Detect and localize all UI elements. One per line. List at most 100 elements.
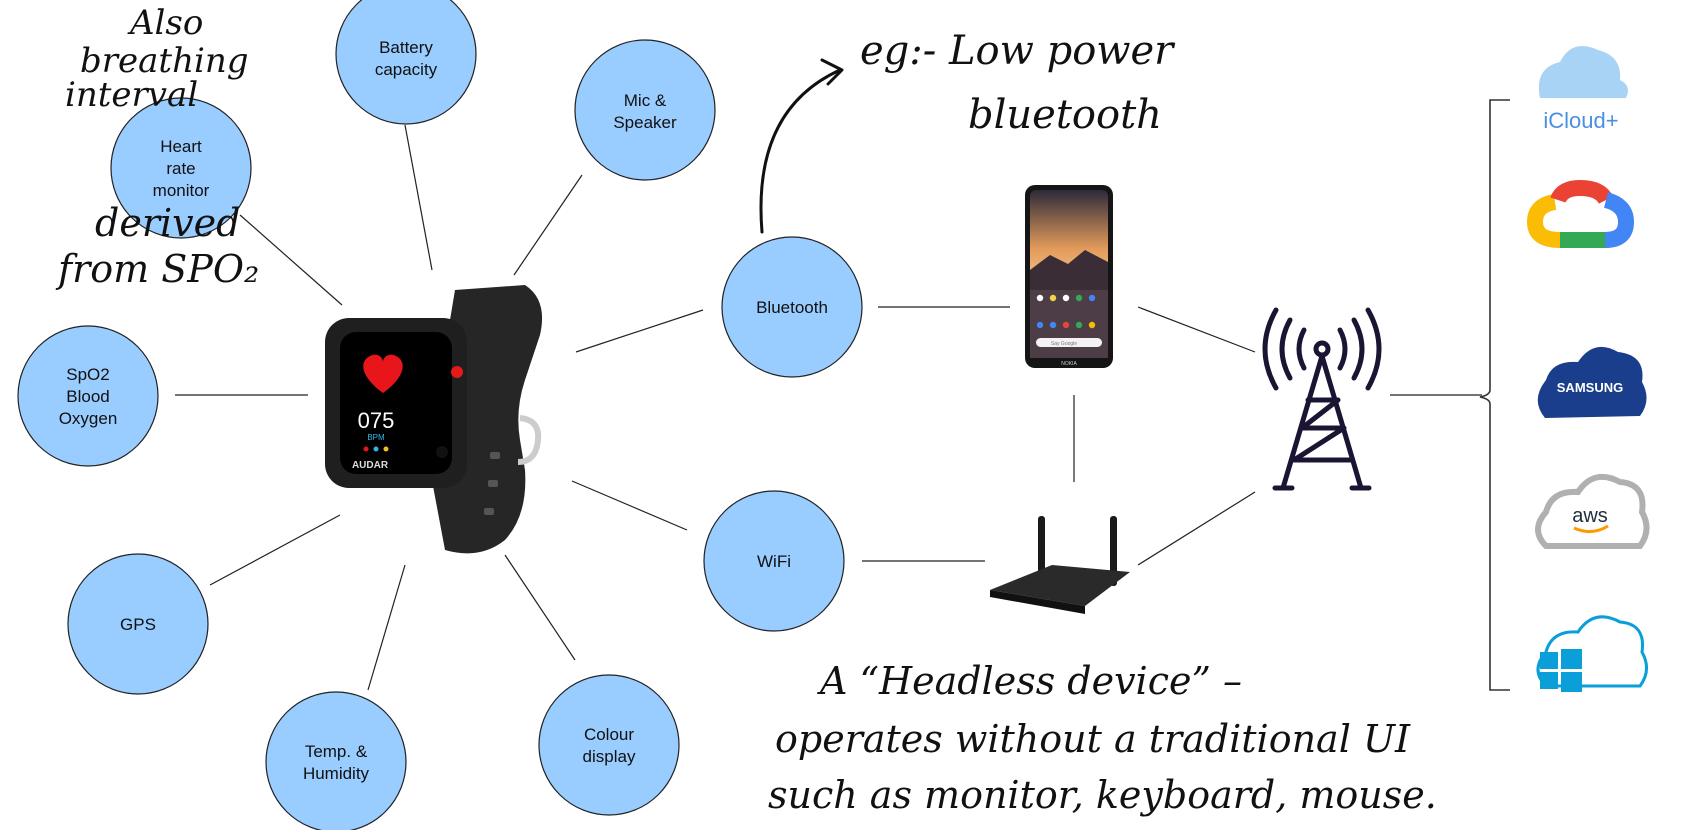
node-bluetooth: Bluetooth — [721, 236, 863, 378]
tower-signal-arc — [1279, 317, 1293, 381]
node-label: Heart — [160, 137, 202, 156]
watch-status-dot — [363, 446, 369, 452]
router-body — [990, 565, 1130, 606]
link-battery-watch — [404, 124, 433, 271]
google-cloud-icon — [1550, 179, 1614, 205]
watch-strap-hole — [488, 480, 498, 487]
note-line: breathing — [80, 41, 249, 81]
svg-text:Mic &Speaker: Mic & Speaker — [613, 91, 677, 132]
samsung-label: SAMSUNG — [1557, 380, 1623, 395]
google-cloud-icon — [1526, 194, 1561, 248]
google-cloud-logo — [1526, 179, 1635, 248]
node-label: SpO2 — [66, 365, 109, 384]
windows-pane — [1540, 652, 1558, 669]
watch-side-button — [436, 446, 448, 458]
phone-mountain — [1030, 250, 1108, 300]
aws-cloud-icon — [1535, 473, 1650, 549]
note-line: A “Headless device” – — [817, 659, 1242, 703]
phone-search-bar — [1036, 338, 1102, 347]
app-icon — [1088, 294, 1096, 302]
app-icon — [1062, 321, 1070, 329]
node-label: display — [583, 747, 636, 766]
link-watch-bluetooth — [575, 309, 704, 353]
watch-strap-hole — [484, 508, 494, 515]
watch-side-button — [451, 366, 463, 378]
node-label: Mic & — [624, 91, 667, 110]
node-mic-speaker: Mic & Speaker — [574, 39, 716, 181]
node-label: Battery — [379, 38, 433, 57]
tower-signal-arc — [1296, 327, 1307, 371]
watch-screen — [340, 332, 452, 474]
node-label: Oxygen — [59, 409, 118, 428]
node-label: Temp. & — [305, 742, 368, 761]
note-derived-spo2: derived from SPO₂ — [55, 201, 259, 291]
note-line: eg:- Low power — [860, 28, 1176, 74]
link-watch-wifi — [571, 480, 688, 531]
tower-signal-arc — [1365, 307, 1382, 391]
node-label: Colour — [584, 725, 634, 744]
handwritten-notes: Also breathing interval derived from SPO… — [55, 3, 1437, 817]
router-antenna — [1038, 516, 1045, 586]
node-temp-humidity: Temp. & Humidity — [265, 691, 407, 830]
node-label: WiFi — [757, 552, 791, 571]
windows-pane — [1561, 672, 1582, 692]
watch-status-dot — [383, 446, 389, 452]
watch-brand: AUDAR — [352, 460, 389, 471]
watch-buckle — [517, 415, 542, 465]
note-line: Also — [127, 3, 203, 43]
link-gps-watch — [209, 514, 341, 586]
note-low-power-bluetooth: eg:- Low power bluetooth — [860, 28, 1186, 138]
phone-app-icons — [1036, 294, 1096, 329]
app-icon — [1075, 321, 1083, 329]
link-mic-watch — [513, 174, 583, 276]
node-label: Bluetooth — [756, 298, 828, 317]
aws-label: aws — [1572, 505, 1608, 527]
app-icon — [1049, 321, 1057, 329]
node-label: Humidity — [303, 764, 370, 783]
windows-pane — [1561, 649, 1582, 669]
app-icon — [1075, 294, 1083, 302]
smartwatch-image: 075 BPM AUDAR — [325, 285, 543, 554]
app-icon — [1049, 294, 1057, 302]
tower-signal-arc — [1337, 327, 1348, 371]
phone-brand: NOKIA — [1061, 361, 1077, 367]
note-line: bluetooth — [968, 92, 1162, 138]
app-icon — [1036, 294, 1044, 302]
aws-cloud-logo: aws — [1535, 473, 1650, 549]
samsung-cloud-icon — [1537, 346, 1647, 418]
watch-strap-hole — [490, 452, 500, 459]
node-label: GPS — [120, 615, 156, 634]
node-label: Speaker — [613, 113, 677, 132]
cloud-bracket — [1479, 99, 1510, 691]
samsung-cloud-logo: SAMSUNG — [1537, 346, 1647, 418]
link-temp-watch — [367, 564, 406, 691]
icloud-icon — [1538, 46, 1628, 98]
icloud-logo: iCloud+ — [1538, 46, 1628, 133]
note-line: from SPO₂ — [55, 247, 259, 291]
note-headless-device: A “Headless device” – operates without a… — [768, 659, 1437, 817]
heart-icon — [363, 354, 403, 393]
node-label: rate — [166, 159, 195, 178]
app-icon — [1062, 294, 1070, 302]
watch-status-dot — [373, 446, 379, 452]
router-antenna — [1110, 516, 1117, 586]
annotation-arrow — [759, 58, 844, 234]
note-line: operates without a traditional UI — [775, 717, 1411, 761]
tower-signal-arc — [1262, 307, 1279, 391]
node-label: Blood — [66, 387, 109, 406]
note-line: such as monitor, keyboard, mouse. — [768, 773, 1437, 817]
cell-tower-icon — [1262, 307, 1382, 491]
svg-text:Temp. &Humidity: Temp. & Humidity — [303, 742, 370, 783]
tower-signal-arc — [1351, 317, 1365, 381]
router-image — [990, 516, 1130, 614]
watch-bpm-value: 075 — [358, 408, 395, 433]
note-line: derived — [95, 201, 240, 245]
note-also-breathing: Also breathing interval — [65, 3, 259, 115]
